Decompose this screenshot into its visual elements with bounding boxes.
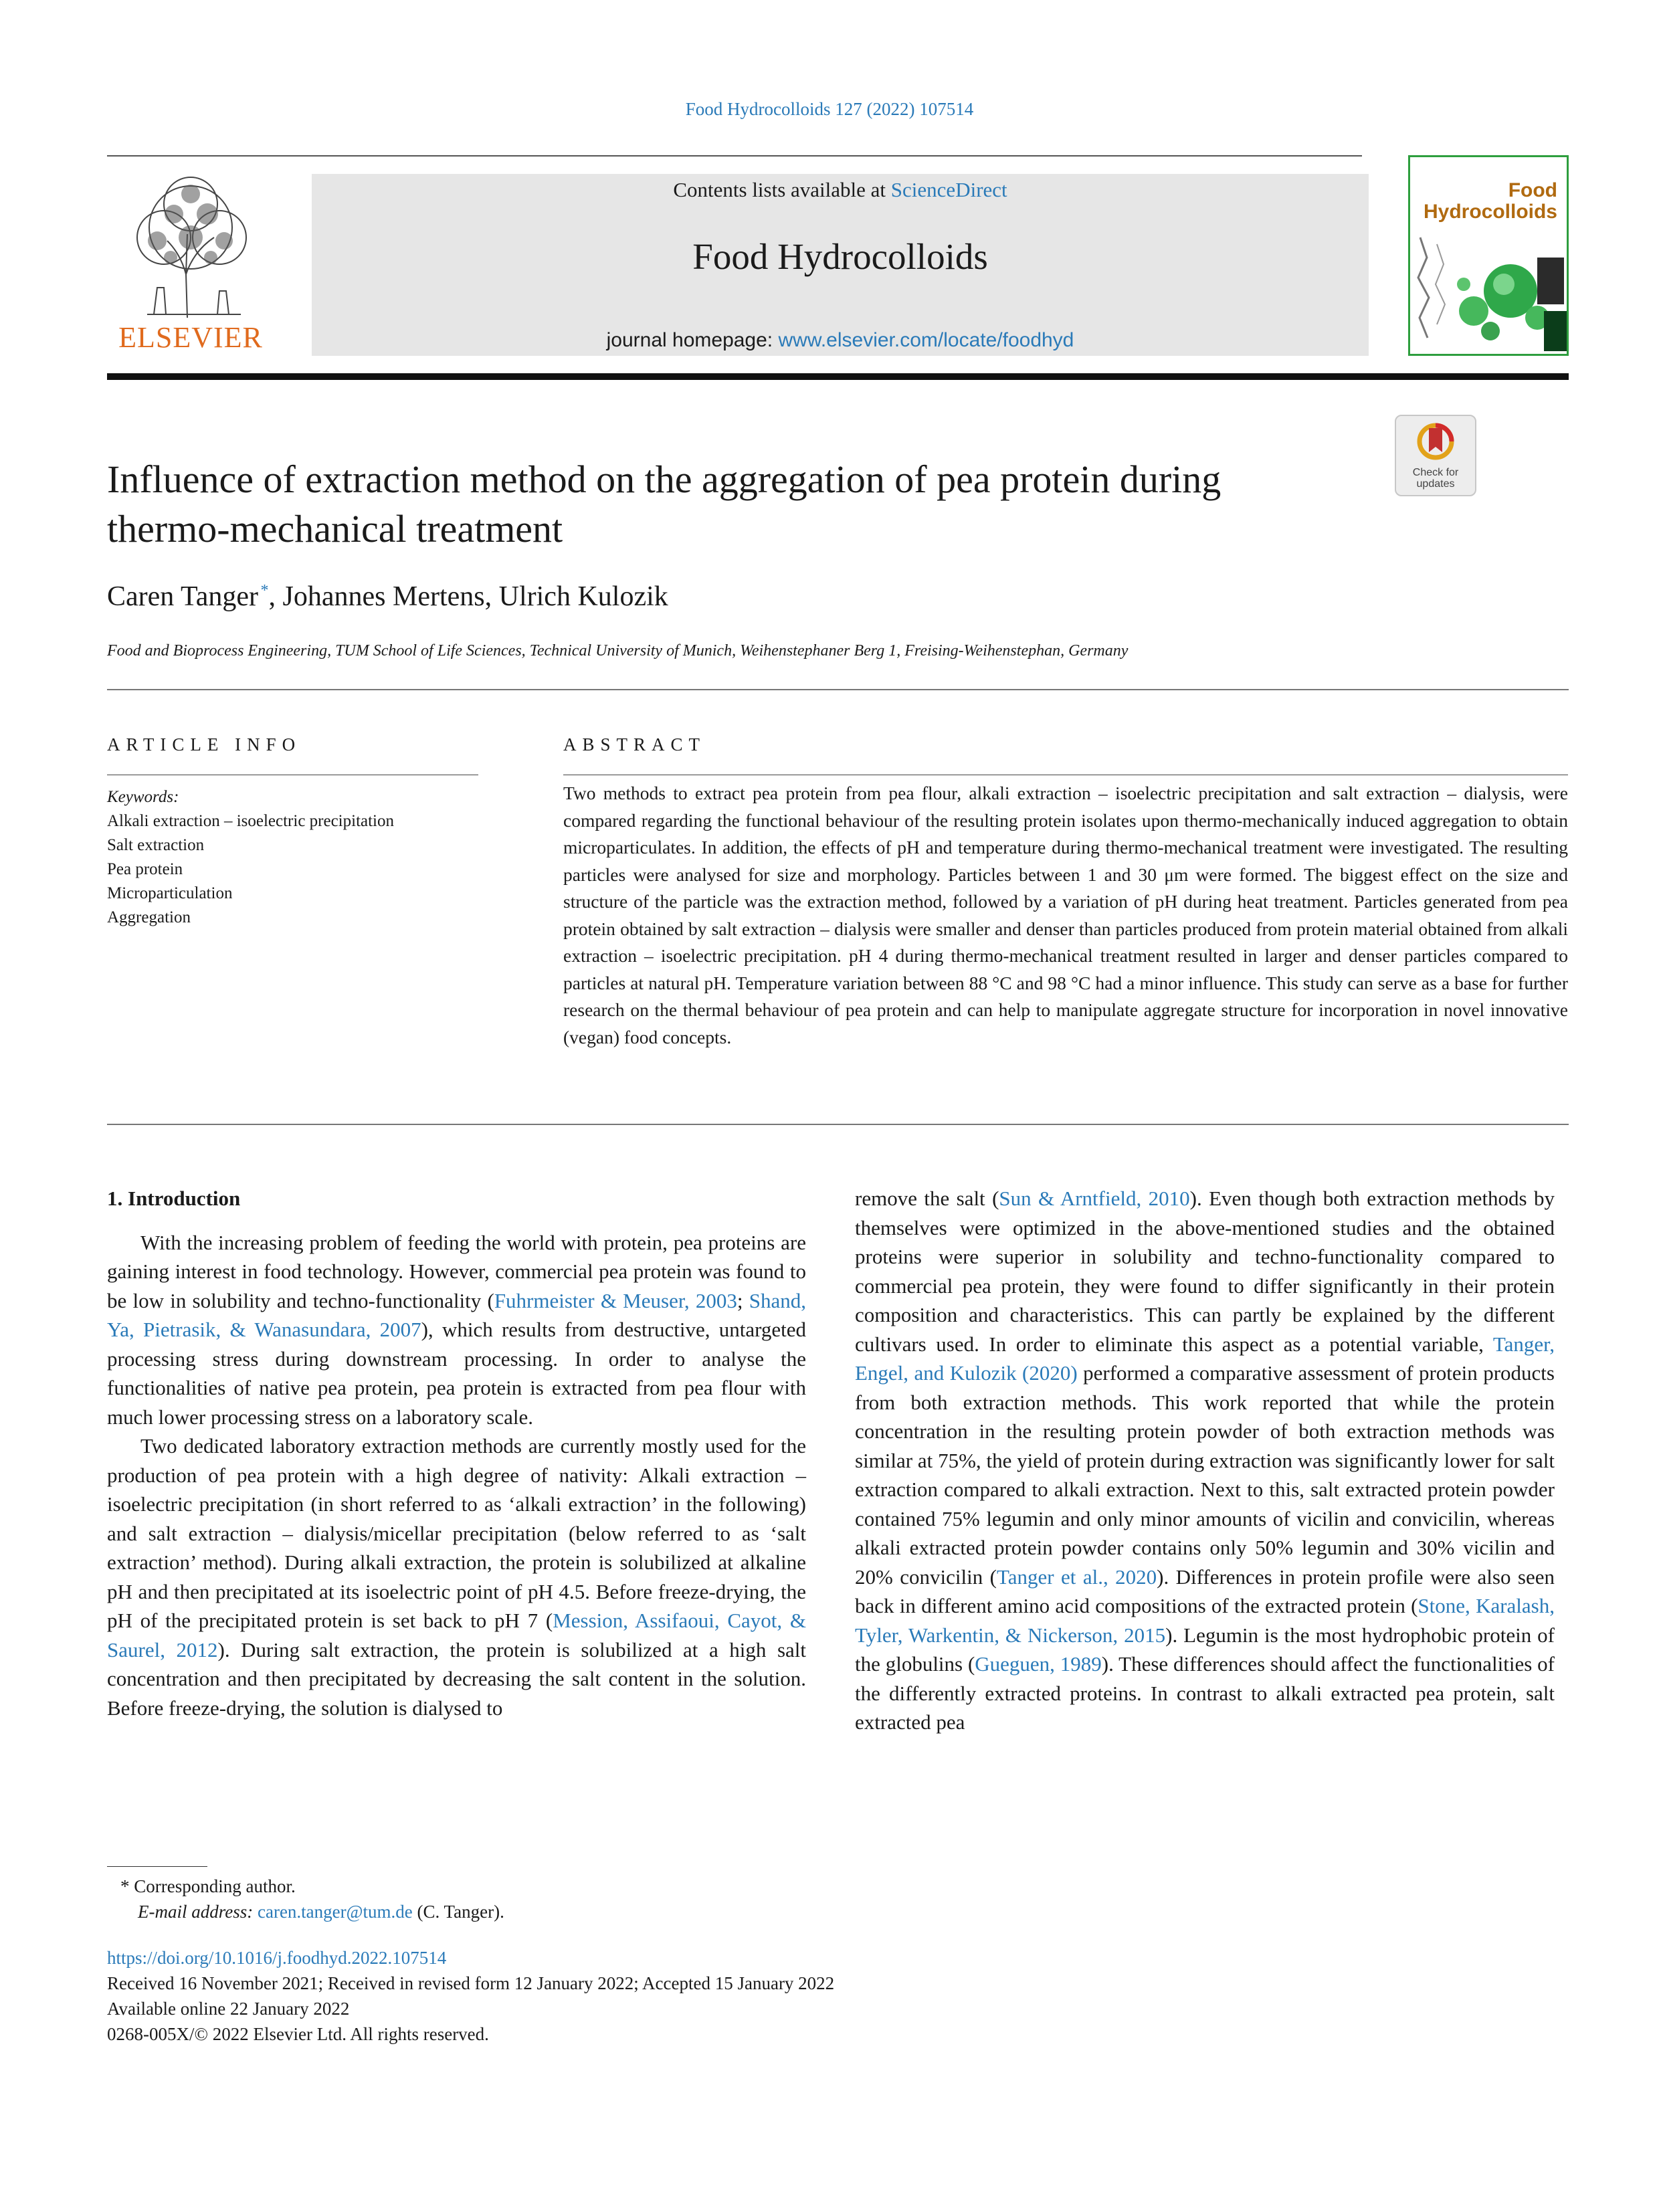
journal-reference[interactable]: Food Hydrocolloids 127 (2022) 107514 bbox=[0, 99, 1659, 120]
journal-title: Food Hydrocolloids bbox=[692, 236, 988, 277]
check-updates-line2: updates bbox=[1416, 478, 1455, 490]
paragraph-text: ). These differences should affect the f… bbox=[855, 1652, 1555, 1734]
article-title-line1: Influence of extraction method on the ag… bbox=[107, 458, 1222, 501]
journal-masthead: Contents lists available at ScienceDirec… bbox=[312, 174, 1369, 356]
paragraph-text: performed a comparative assessment of pr… bbox=[855, 1361, 1555, 1589]
citation-link[interactable]: Fuhrmeister & Meuser, 2003 bbox=[494, 1288, 737, 1312]
cover-title: Food Hydrocolloids bbox=[1424, 180, 1557, 223]
author-name: Caren Tanger bbox=[107, 581, 259, 612]
citation-link[interactable]: Tanger, Engel, and Kulozik (2020) bbox=[855, 1332, 1555, 1385]
corresponding-author-link[interactable]: * bbox=[260, 582, 269, 599]
corresponding-author-note: * Corresponding author. bbox=[120, 1876, 296, 1896]
journal-cover-thumbnail[interactable]: Food Hydrocolloids bbox=[1408, 155, 1569, 356]
journal-reference-link[interactable]: Food Hydrocolloids 127 (2022) 107514 bbox=[685, 99, 974, 119]
homepage-prefix: journal homepage: bbox=[606, 329, 779, 351]
paragraph: remove the salt (Sun & Arntfield, 2010).… bbox=[855, 1184, 1555, 1737]
contents-line: Contents lists available at ScienceDirec… bbox=[312, 178, 1369, 202]
abstract-heading: ABSTRACT bbox=[563, 734, 706, 755]
abstract-text: Two methods to extract pea protein from … bbox=[563, 783, 1568, 1047]
citation-link[interactable]: Gueguen, 1989 bbox=[975, 1652, 1102, 1676]
elsevier-logo: ELSEVIER bbox=[107, 174, 274, 355]
cover-title-line2: Hydrocolloids bbox=[1423, 201, 1557, 223]
header-rule bbox=[107, 155, 1362, 157]
citation-link[interactable]: Tanger et al., 2020 bbox=[996, 1565, 1157, 1589]
keyword-item: Microparticulation bbox=[107, 884, 233, 902]
check-for-updates-button[interactable]: Check for updates bbox=[1395, 415, 1476, 496]
body-column-right: remove the salt (Sun & Arntfield, 2010).… bbox=[855, 1184, 1555, 1737]
article-info-heading: ARTICLE INFO bbox=[107, 734, 302, 755]
citation-link[interactable]: Stone, Karalash, Tyler, Warkentin, & Nic… bbox=[855, 1594, 1555, 1647]
paragraph-text: ; bbox=[737, 1288, 749, 1312]
article-title-line2: thermo-mechanical treatment bbox=[107, 507, 563, 550]
received-dates: Received 16 November 2021; Received in r… bbox=[107, 1973, 835, 1993]
email-suffix: (C. Tanger). bbox=[412, 1902, 504, 1922]
available-online: Available online 22 January 2022 bbox=[107, 1999, 350, 2019]
paragraph-text: With the increasing problem of feeding t… bbox=[107, 1230, 806, 1312]
email-link[interactable]: caren.tanger@tum.de bbox=[257, 1902, 413, 1922]
paragraph-text: ). Legumin is the most hydrophobic prote… bbox=[855, 1623, 1555, 1676]
paragraph-text: ). Differences in protein profile were a… bbox=[855, 1565, 1555, 1618]
homepage-link[interactable]: www.elsevier.com/locate/foodhyd bbox=[778, 329, 1074, 351]
body-column-left: 1. Introduction With the increasing prob… bbox=[107, 1184, 806, 1722]
doi-link[interactable]: https://doi.org/10.1016/j.foodhyd.2022.1… bbox=[107, 1948, 447, 1968]
doi[interactable]: https://doi.org/10.1016/j.foodhyd.2022.1… bbox=[107, 1948, 446, 1969]
cover-molecule-illustration bbox=[1417, 237, 1567, 351]
author-list: Caren Tanger *, Johannes Mertens, Ulrich… bbox=[107, 581, 668, 613]
journal-homepage: journal homepage: www.elsevier.com/locat… bbox=[312, 329, 1369, 352]
keywords-label: Keywords: bbox=[107, 788, 179, 806]
sciencedirect-link[interactable]: ScienceDirect bbox=[890, 178, 1007, 201]
check-updates-label: Check for updates bbox=[1396, 467, 1475, 490]
paragraph-text: ). During salt extraction, the protein i… bbox=[107, 1637, 806, 1720]
elsevier-tree-icon bbox=[136, 177, 247, 318]
keyword-item: Salt extraction bbox=[107, 836, 205, 854]
abstract-bottom-rule bbox=[107, 1124, 1569, 1125]
paragraph-text: ). Even though both extraction methods b… bbox=[855, 1187, 1555, 1356]
masthead-bottom-rule bbox=[107, 373, 1569, 380]
citation-link[interactable]: Mession, Assifaoui, Cayot, & Saurel, 201… bbox=[107, 1609, 806, 1662]
paragraph-text: ), which results from destructive, untar… bbox=[107, 1318, 806, 1429]
article-title: Influence of extraction method on the ag… bbox=[107, 455, 1365, 554]
paragraph-text: remove the salt ( bbox=[855, 1187, 999, 1210]
check-updates-line1: Check for bbox=[1412, 467, 1459, 478]
paragraph: Two dedicated laboratory extraction meth… bbox=[107, 1431, 806, 1722]
keyword-item: Alkali extraction – isoelectric precipit… bbox=[107, 812, 395, 830]
keyword-item: Aggregation bbox=[107, 908, 191, 926]
keyword-item: Pea protein bbox=[107, 860, 183, 878]
other-authors: , Johannes Mertens, Ulrich Kulozik bbox=[268, 581, 668, 612]
citation-link[interactable]: Sun & Arntfield, 2010 bbox=[999, 1187, 1190, 1210]
footnote-rule bbox=[107, 1866, 207, 1867]
bookmark-icon bbox=[1417, 423, 1454, 460]
email-footnote: E-mail address: caren.tanger@tum.de (C. … bbox=[138, 1902, 504, 1922]
affiliation-rule bbox=[107, 689, 1569, 690]
affiliation: Food and Bioprocess Engineering, TUM Sch… bbox=[107, 642, 1129, 660]
contents-prefix: Contents lists available at bbox=[673, 178, 891, 201]
email-label: E-mail address: bbox=[138, 1902, 258, 1922]
copyright: 0268-005X/© 2022 Elsevier Ltd. All right… bbox=[107, 2024, 489, 2044]
cover-title-line1: Food bbox=[1508, 179, 1557, 201]
citation-link[interactable]: Shand, Ya, Pietrasik, & Wanasundara, 200… bbox=[107, 1288, 806, 1342]
paragraph-text: Two dedicated laboratory extraction meth… bbox=[107, 1434, 806, 1632]
paragraph: With the increasing problem of feeding t… bbox=[107, 1228, 806, 1432]
publisher-name: ELSEVIER bbox=[118, 321, 263, 354]
section-heading: 1. Introduction bbox=[107, 1187, 241, 1210]
